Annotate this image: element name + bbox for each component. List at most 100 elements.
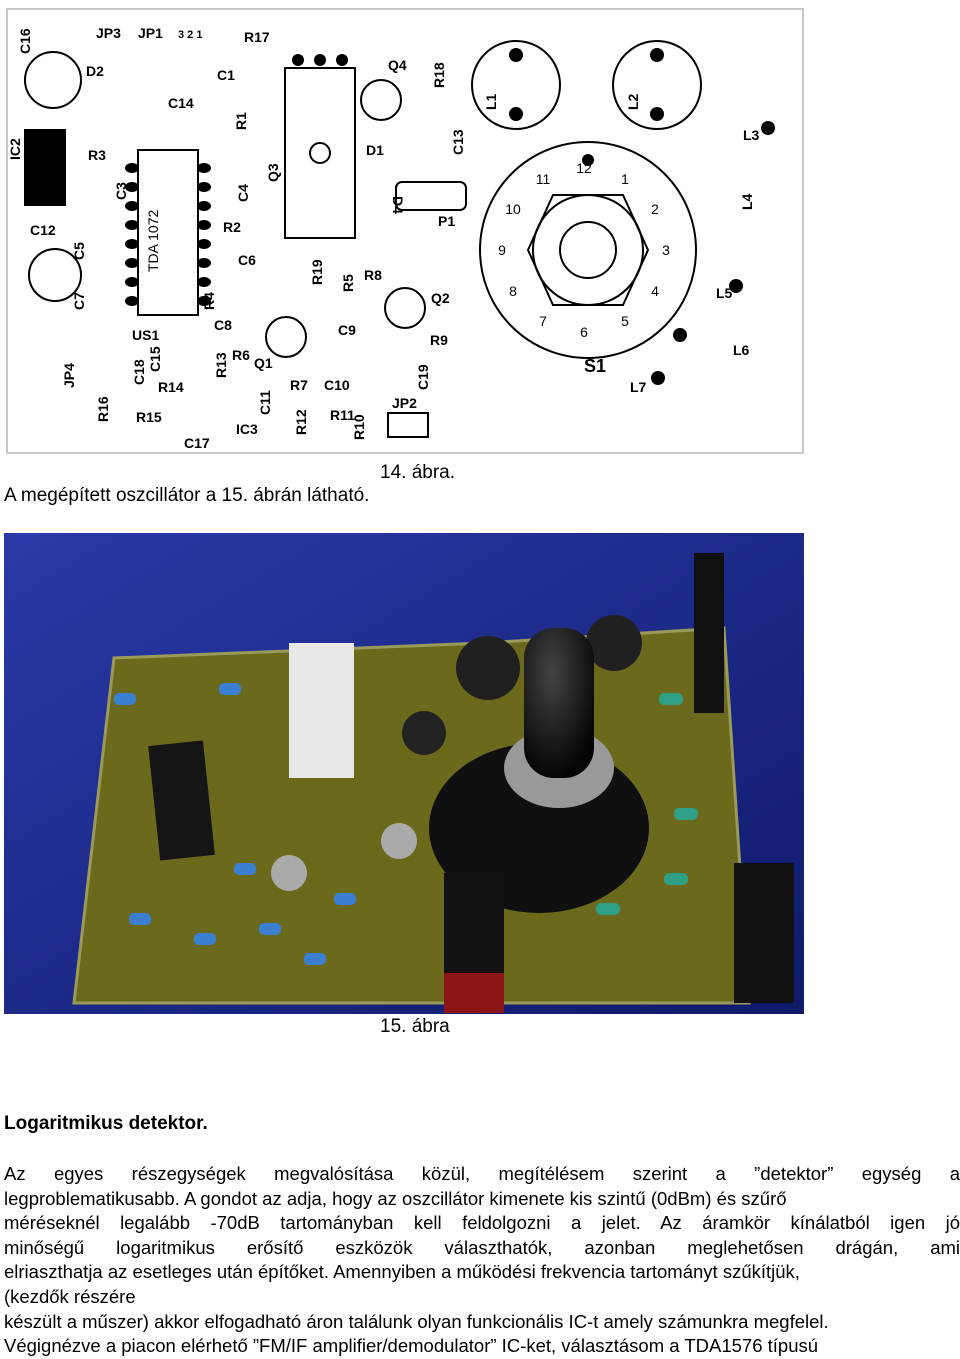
pcb-label-r11: R11 — [330, 407, 355, 423]
paragraph-line: legproblematikusabb. A gondot az adja, h… — [4, 1187, 787, 1209]
switch-position-label: 7 — [539, 313, 547, 329]
switch-position-label: 6 — [580, 324, 588, 340]
pcb-label-r9: R9 — [430, 332, 448, 348]
ic-pin — [197, 277, 211, 287]
ic-pin — [125, 220, 139, 230]
pcb-label-r14: R14 — [158, 379, 184, 395]
switch-position-label: 3 — [662, 242, 670, 258]
pcb-label-c17: C17 — [184, 435, 210, 451]
c16-outline — [24, 51, 82, 109]
pcb-label-p1: P1 — [438, 213, 455, 229]
pcb-label-s1: S1 — [584, 356, 606, 376]
pcb-label-c8: C8 — [214, 317, 232, 333]
pcb-label-l4: L4 — [739, 193, 755, 210]
pcb-label-ic2: IC2 — [8, 138, 23, 160]
pcb-label-c3: C3 — [113, 182, 129, 200]
switch-position-label: 11 — [536, 171, 551, 187]
pcb-label-c13: C13 — [450, 129, 466, 155]
pcb-label-r2: R2 — [223, 219, 241, 235]
pcb-label-l5: L5 — [716, 285, 733, 301]
pcb-label-q4: Q4 — [388, 57, 407, 73]
section-heading: Logaritmikus detektor. — [4, 1113, 208, 1134]
pcb-label-c1: C1 — [217, 67, 235, 83]
paragraph-line: (kezdők részére — [4, 1285, 136, 1307]
pcb-label-r7: R7 — [290, 377, 308, 393]
figure-14-caption: 14. ábra. — [380, 462, 455, 483]
pcb-label-r19: R19 — [309, 259, 325, 285]
pcb-label-l2: L2 — [625, 93, 641, 110]
pcb-label-r13: R13 — [213, 352, 229, 378]
pcb-label-jp1-pins: 3 2 1 — [178, 29, 202, 41]
pcb-label-l6: L6 — [733, 342, 750, 358]
switch-position-label: 12 — [576, 160, 592, 176]
ic-pin — [125, 239, 139, 249]
pcb-label-c18: C18 — [131, 359, 147, 385]
switch-position-label: 5 — [621, 313, 629, 329]
ic-pin — [125, 296, 139, 306]
pcb-label-jp1: JP1 — [138, 25, 163, 41]
pcb-label-r3: R3 — [88, 147, 106, 163]
pcb-label-d1: D1 — [366, 142, 384, 158]
ic-pin — [197, 163, 211, 173]
pcb-label-r12: R12 — [293, 409, 309, 435]
module-outline — [284, 67, 356, 239]
switch-position-label: 4 — [651, 283, 659, 299]
pcb-label-r8: R8 — [364, 267, 382, 283]
pcb-label-q1: Q1 — [254, 355, 273, 371]
pcb-label-c6: C6 — [238, 252, 256, 268]
ic-pin — [125, 277, 139, 287]
paragraph-line: Végignézve a piacon elérhető ”FM/IF ampl… — [4, 1335, 819, 1357]
body-paragraph: Az egyes részegységek megvalósítása közü… — [4, 1162, 960, 1359]
pcb-label-us1: US1 — [132, 327, 159, 343]
switch-position-label: 9 — [498, 242, 506, 258]
pcb-label-tda: TDA 1072 — [145, 210, 161, 272]
pcb-label-c12: C12 — [30, 222, 56, 238]
pcb-label-jp2: JP2 — [392, 395, 417, 411]
ic-pin — [197, 220, 211, 230]
ic-pin — [125, 163, 139, 173]
l2-outline — [612, 40, 702, 130]
pcb-label-r10: R10 — [351, 414, 367, 440]
pcb-label-c15: C15 — [147, 346, 163, 372]
paragraph-line: méréseknél legalább -70dB tartományban k… — [4, 1212, 960, 1234]
pcb-label-r1: R1 — [233, 112, 249, 130]
pcb-label-d2: D2 — [86, 63, 104, 79]
ic-pin — [125, 182, 139, 192]
pcb-label-q3: Q3 — [265, 163, 281, 182]
switch-position-label: 1 — [621, 171, 629, 187]
switch-position-label: 2 — [651, 201, 659, 217]
pcb-label-c16: C16 — [17, 28, 33, 54]
pcb-label-r16: R16 — [95, 396, 111, 422]
pcb-label-jp3: JP3 — [96, 25, 121, 41]
pcb-label-l1: L1 — [483, 93, 499, 110]
pcb-label-c11: C11 — [257, 390, 273, 415]
pcb-label-c19: C19 — [415, 364, 431, 390]
ic-pin — [197, 201, 211, 211]
pcb-label-r4: R4 — [201, 292, 217, 310]
pcb-label-ic3: IC3 — [236, 421, 258, 437]
pcb-label-c7: C7 — [71, 292, 87, 310]
pcb-label-r18: R18 — [431, 62, 447, 88]
paragraph-line: elriaszthatja az esetleges után építőket… — [4, 1261, 800, 1283]
pcb-label-q2: Q2 — [431, 290, 450, 306]
pcb-label-c4: C4 — [235, 184, 251, 202]
paragraph-line: készült a műszer) akkor elfogadható áron… — [4, 1310, 829, 1332]
pcb-label-d4: D4 — [390, 196, 406, 214]
pcb-label-l7: L7 — [630, 379, 647, 395]
oscillator-photo-drawing — [4, 533, 804, 1014]
l1-outline — [471, 40, 561, 130]
switch-position-label: 10 — [505, 201, 521, 217]
pcb-label-r17: R17 — [244, 29, 270, 45]
pcb-label-r15: R15 — [136, 409, 162, 425]
pcb-label-c9: C9 — [338, 322, 356, 338]
pcb-label-r6: R6 — [232, 347, 250, 363]
ic-pin — [197, 258, 211, 268]
ic-pin — [197, 296, 211, 306]
pcb-label-c5: C5 — [71, 242, 87, 260]
paragraph-line: Az egyes részegységek megvalósítása közü… — [4, 1163, 960, 1184]
ic-pin — [125, 201, 139, 211]
pcb-label-jp4: JP4 — [61, 363, 77, 388]
ic-pin — [197, 182, 211, 192]
s1-outline — [479, 141, 697, 359]
